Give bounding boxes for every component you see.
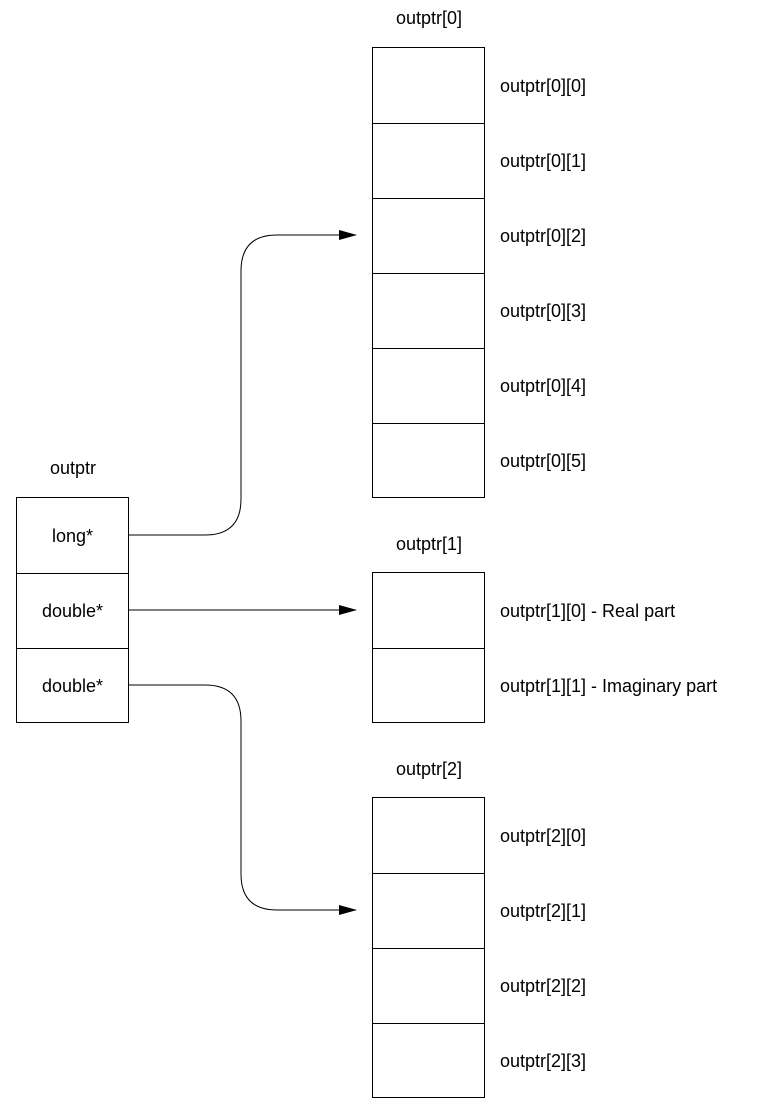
- outptr-cell-0-label: long*: [51, 526, 94, 546]
- outptr-cell-0: long*: [17, 498, 128, 573]
- outptr2-cell: [373, 1023, 484, 1098]
- outptr1-title: outptr[1]: [395, 534, 463, 554]
- outptr0-cell: [373, 48, 484, 123]
- outptr1-element-label: outptr[1][1] - Imaginary part: [500, 676, 718, 696]
- outptr0-cell: [373, 423, 484, 498]
- outptr1-box: [372, 572, 485, 723]
- outptr1-cell: [373, 573, 484, 648]
- outptr2-element-label: outptr[2][3]: [500, 1051, 587, 1071]
- outptr0-cell: [373, 348, 484, 423]
- outptr2-cell: [373, 873, 484, 948]
- outptr0-cell: [373, 198, 484, 273]
- outptr1-element-label: outptr[1][0] - Real part: [500, 601, 676, 621]
- outptr2-box: [372, 797, 485, 1098]
- outptr2-element-label: outptr[2][1]: [500, 901, 587, 921]
- outptr0-element-label: outptr[0][2]: [500, 226, 587, 246]
- outptr2-title: outptr[2]: [395, 759, 463, 779]
- outptr2-element-label: outptr[2][2]: [500, 976, 587, 996]
- outptr0-cell: [373, 123, 484, 198]
- outptr-cell-2-label: double*: [41, 676, 104, 696]
- outptr2-cell: [373, 948, 484, 1023]
- outptr0-element-label: outptr[0][4]: [500, 376, 587, 396]
- outptr0-element-label: outptr[0][3]: [500, 301, 587, 321]
- outptr1-cell: [373, 648, 484, 723]
- outptr0-element-label: outptr[0][0]: [500, 76, 587, 96]
- outptr-box: long* double* double*: [16, 497, 129, 723]
- outptr0-title: outptr[0]: [395, 8, 463, 28]
- outptr-cell-1-label: double*: [41, 601, 104, 621]
- arrow-long-to-outptr0: [129, 230, 357, 536]
- outptr-title: outptr: [49, 458, 97, 478]
- outptr-cell-1: double*: [17, 573, 128, 648]
- outptr2-cell: [373, 798, 484, 873]
- outptr0-element-label: outptr[0][1]: [500, 151, 587, 171]
- outptr2-element-label: outptr[2][0]: [500, 826, 587, 846]
- outptr0-box: [372, 47, 485, 498]
- outptr-cell-2: double*: [17, 648, 128, 723]
- outptr0-cell: [373, 273, 484, 348]
- arrow-double2-to-outptr2: [129, 684, 357, 915]
- outptr0-element-label: outptr[0][5]: [500, 451, 587, 471]
